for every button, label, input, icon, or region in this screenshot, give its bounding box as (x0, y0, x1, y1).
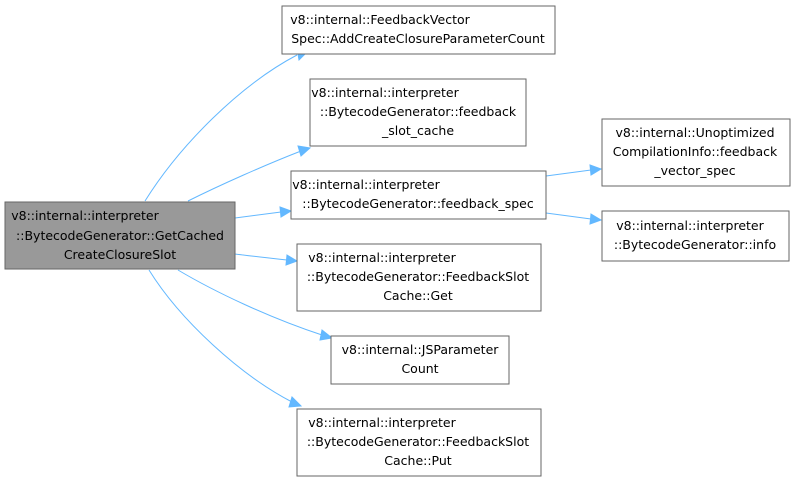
edge-root-to-feedback-slot-cache (187, 145, 312, 202)
node-bytecode-generator-info[interactable]: v8::internal::interpreter ::BytecodeGene… (601, 210, 790, 262)
node-feedback-spec-line-1: v8::internal::interpreter (292, 177, 440, 192)
edge-root-to-add-param-count (144, 47, 308, 202)
edge-feedback-spec-to-unoptimized-info (545, 164, 603, 177)
node-js-parameter-count[interactable]: v8::internal::JSParameter Count (330, 335, 510, 385)
node-root-line-1: v8::internal::interpreter (11, 208, 159, 223)
edge-root-to-cache-put (148, 269, 303, 408)
node-feedback-slot-cache-line-1: v8::internal::interpreter (311, 85, 459, 100)
node-add-create-closure-parameter-count[interactable]: v8::internal::FeedbackVector Spec::AddCr… (281, 5, 556, 55)
node-feedback-slot-cache-get[interactable]: v8::internal::interpreter ::BytecodeGene… (296, 243, 542, 312)
node-feedback-slot-cache-put[interactable]: v8::internal::interpreter ::BytecodeGene… (296, 408, 542, 477)
node-root-line-3: CreateClosureSlot (64, 247, 176, 262)
node-js-param-count-line-1: v8::internal::JSParameter (342, 342, 500, 357)
node-root-get-cached-create-closure-slot: v8::internal::interpreter ::BytecodeGene… (4, 201, 236, 270)
node-feedback-slot-cache[interactable]: v8::internal::interpreter ::BytecodeGene… (309, 78, 527, 147)
node-feedback-slot-cache-line-2: ::BytecodeGenerator::feedback (320, 104, 517, 119)
edge-root-to-cache-get (234, 253, 299, 266)
node-cache-get-line-3: Cache::Get (383, 288, 453, 303)
node-feedback-spec-line-2: ::BytecodeGenerator::feedback_spec (302, 196, 534, 211)
node-unoptimized-compilation-info-feedback-vector-spec[interactable]: v8::internal::Unoptimized CompilationInf… (601, 118, 791, 187)
node-generator-info-line-1: v8::internal::interpreter (616, 218, 764, 233)
node-js-param-count-line-2: Count (401, 361, 438, 376)
node-cache-get-line-1: v8::internal::interpreter (308, 250, 456, 265)
node-feedback-spec[interactable]: v8::internal::interpreter ::BytecodeGene… (290, 170, 547, 220)
node-add-param-count-line-2: Spec::AddCreateClosureParameterCount (291, 31, 545, 46)
node-cache-get-line-2: ::BytecodeGenerator::FeedbackSlot (307, 269, 529, 284)
node-add-param-count-line-1: v8::internal::FeedbackVector (290, 12, 470, 27)
node-unoptimized-info-line-2: CompilationInfo::feedback (613, 144, 778, 159)
node-generator-info-line-2: ::BytecodeGenerator::info (614, 237, 776, 252)
node-root-line-2: ::BytecodeGenerator::GetCached (16, 228, 224, 243)
node-feedback-slot-cache-line-3: _slot_cache (381, 123, 454, 138)
node-unoptimized-info-line-3: _vector_spec (653, 163, 735, 178)
node-cache-put-line-1: v8::internal::interpreter (308, 415, 456, 430)
node-cache-put-line-3: Cache::Put (384, 453, 452, 468)
node-unoptimized-info-line-1: v8::internal::Unoptimized (615, 125, 774, 140)
node-cache-put-line-2: ::BytecodeGenerator::FeedbackSlot (307, 434, 529, 449)
edge-root-to-feedback-spec (234, 206, 293, 219)
edge-root-to-js-param-count (177, 269, 334, 341)
edge-feedback-spec-to-generator-info (545, 212, 603, 225)
